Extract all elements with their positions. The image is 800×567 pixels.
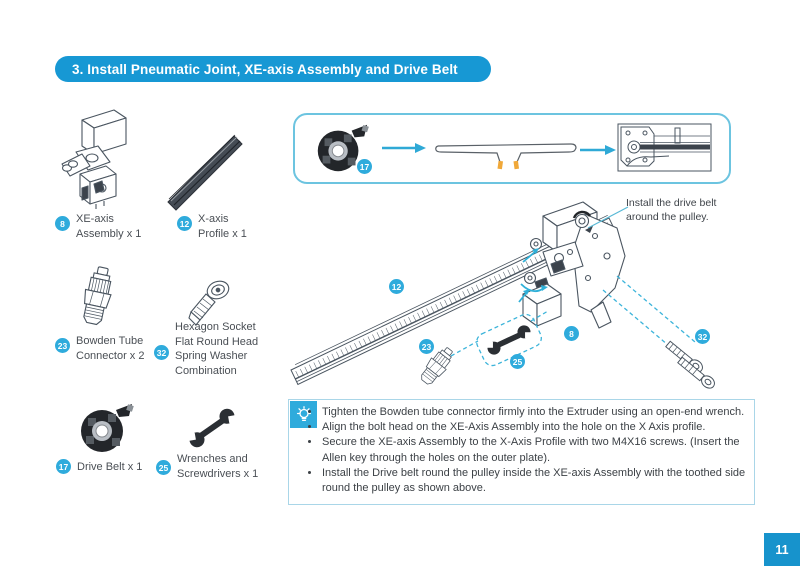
part-badge: 17 — [56, 459, 71, 474]
lightbulb-icon — [290, 401, 317, 428]
part-label: Drive Belt x 1 — [77, 461, 143, 473]
part-badge: 32 — [154, 345, 169, 360]
belt-installed-diagram-icon — [617, 123, 712, 172]
tip-item: Secure the XE-axis Assembly to the X-Axi… — [321, 435, 757, 465]
part-badge: 23 — [55, 338, 70, 353]
wrench-icon — [480, 325, 538, 355]
x-axis-profile-icon — [167, 134, 243, 211]
m4x16-screws-drawing — [665, 340, 715, 389]
part-label: Hexagon Socket Flat Round Head Spring Wa… — [175, 321, 259, 377]
wrench-icon — [183, 408, 241, 448]
xe-axis-assembly-icon — [61, 109, 127, 209]
main-assembly-illustration — [290, 201, 715, 389]
part-badge: 25 — [156, 460, 171, 475]
tip-item: Tighten the Bowden tube connector firmly… — [321, 405, 757, 420]
xe-axis-assembly-drawing — [522, 201, 626, 329]
step-arrow-icon — [580, 145, 616, 155]
callout-badge-drive-belt: 17 — [357, 159, 372, 174]
part-label: XE-axis Assembly x 1 — [76, 213, 142, 240]
drive-belt-icon — [81, 404, 134, 452]
part-badge: 12 — [177, 216, 192, 231]
tips-box: Tighten the Bowden tube connector firmly… — [288, 399, 755, 505]
pulley-annotation: Install the drive belt around the pulley… — [626, 197, 717, 223]
part-label: X-axis Profile x 1 — [198, 213, 247, 240]
tip-item: Install the Drive belt round the pulley … — [321, 466, 757, 496]
wrench-callout-box — [476, 313, 542, 367]
callout-badge-wrench: 25 — [510, 354, 525, 369]
bowden-tube-connector-icon — [83, 266, 112, 326]
hexagon-socket-screw-icon — [188, 280, 230, 326]
part-badge: 8 — [55, 216, 70, 231]
step-title: 3. Install Pneumatic Joint, XE-axis Asse… — [72, 61, 458, 77]
bowden-connector-drawing — [421, 347, 453, 385]
callout-badge-assembly: 8 — [564, 326, 579, 341]
belt-steps-box — [293, 113, 731, 184]
part-xe-axis-assembly: 8 XE-axis Assembly x 1 — [55, 212, 150, 241]
part-label: Wrenches and Screwdrivers x 1 — [177, 453, 259, 480]
insert-arrow-icons — [518, 248, 548, 303]
page-number: 11 — [764, 533, 800, 566]
part-x-axis-profile: 12 X-axis Profile x 1 — [177, 212, 260, 241]
part-label: Bowden Tube Connector x 2 — [76, 335, 145, 362]
step-header: 3. Install Pneumatic Joint, XE-axis Asse… — [55, 56, 491, 82]
part-bowden-connector: 23 Bowden Tube Connector x 2 — [55, 334, 160, 363]
unrolled-belt-icon — [435, 143, 577, 170]
callout-badge-screws: 32 — [695, 329, 710, 344]
annotation-leader-line — [585, 206, 629, 233]
part-drive-belt: 17 Drive Belt x 1 — [56, 455, 167, 475]
callout-badge-bowden: 23 — [419, 339, 434, 354]
part-hexagon-socket-screw: 32 Hexagon Socket Flat Round Head Spring… — [154, 320, 267, 378]
tips-list: Tighten the Bowden tube connector firmly… — [309, 405, 757, 496]
step-arrow-icon — [382, 143, 426, 153]
drive-belt-coil-icon — [317, 124, 369, 172]
tip-item: Align the bolt head on the XE-Axis Assem… — [321, 420, 757, 435]
part-wrenches: 25 Wrenches and Screwdrivers x 1 — [156, 452, 272, 481]
callout-badge-profile: 12 — [389, 279, 404, 294]
